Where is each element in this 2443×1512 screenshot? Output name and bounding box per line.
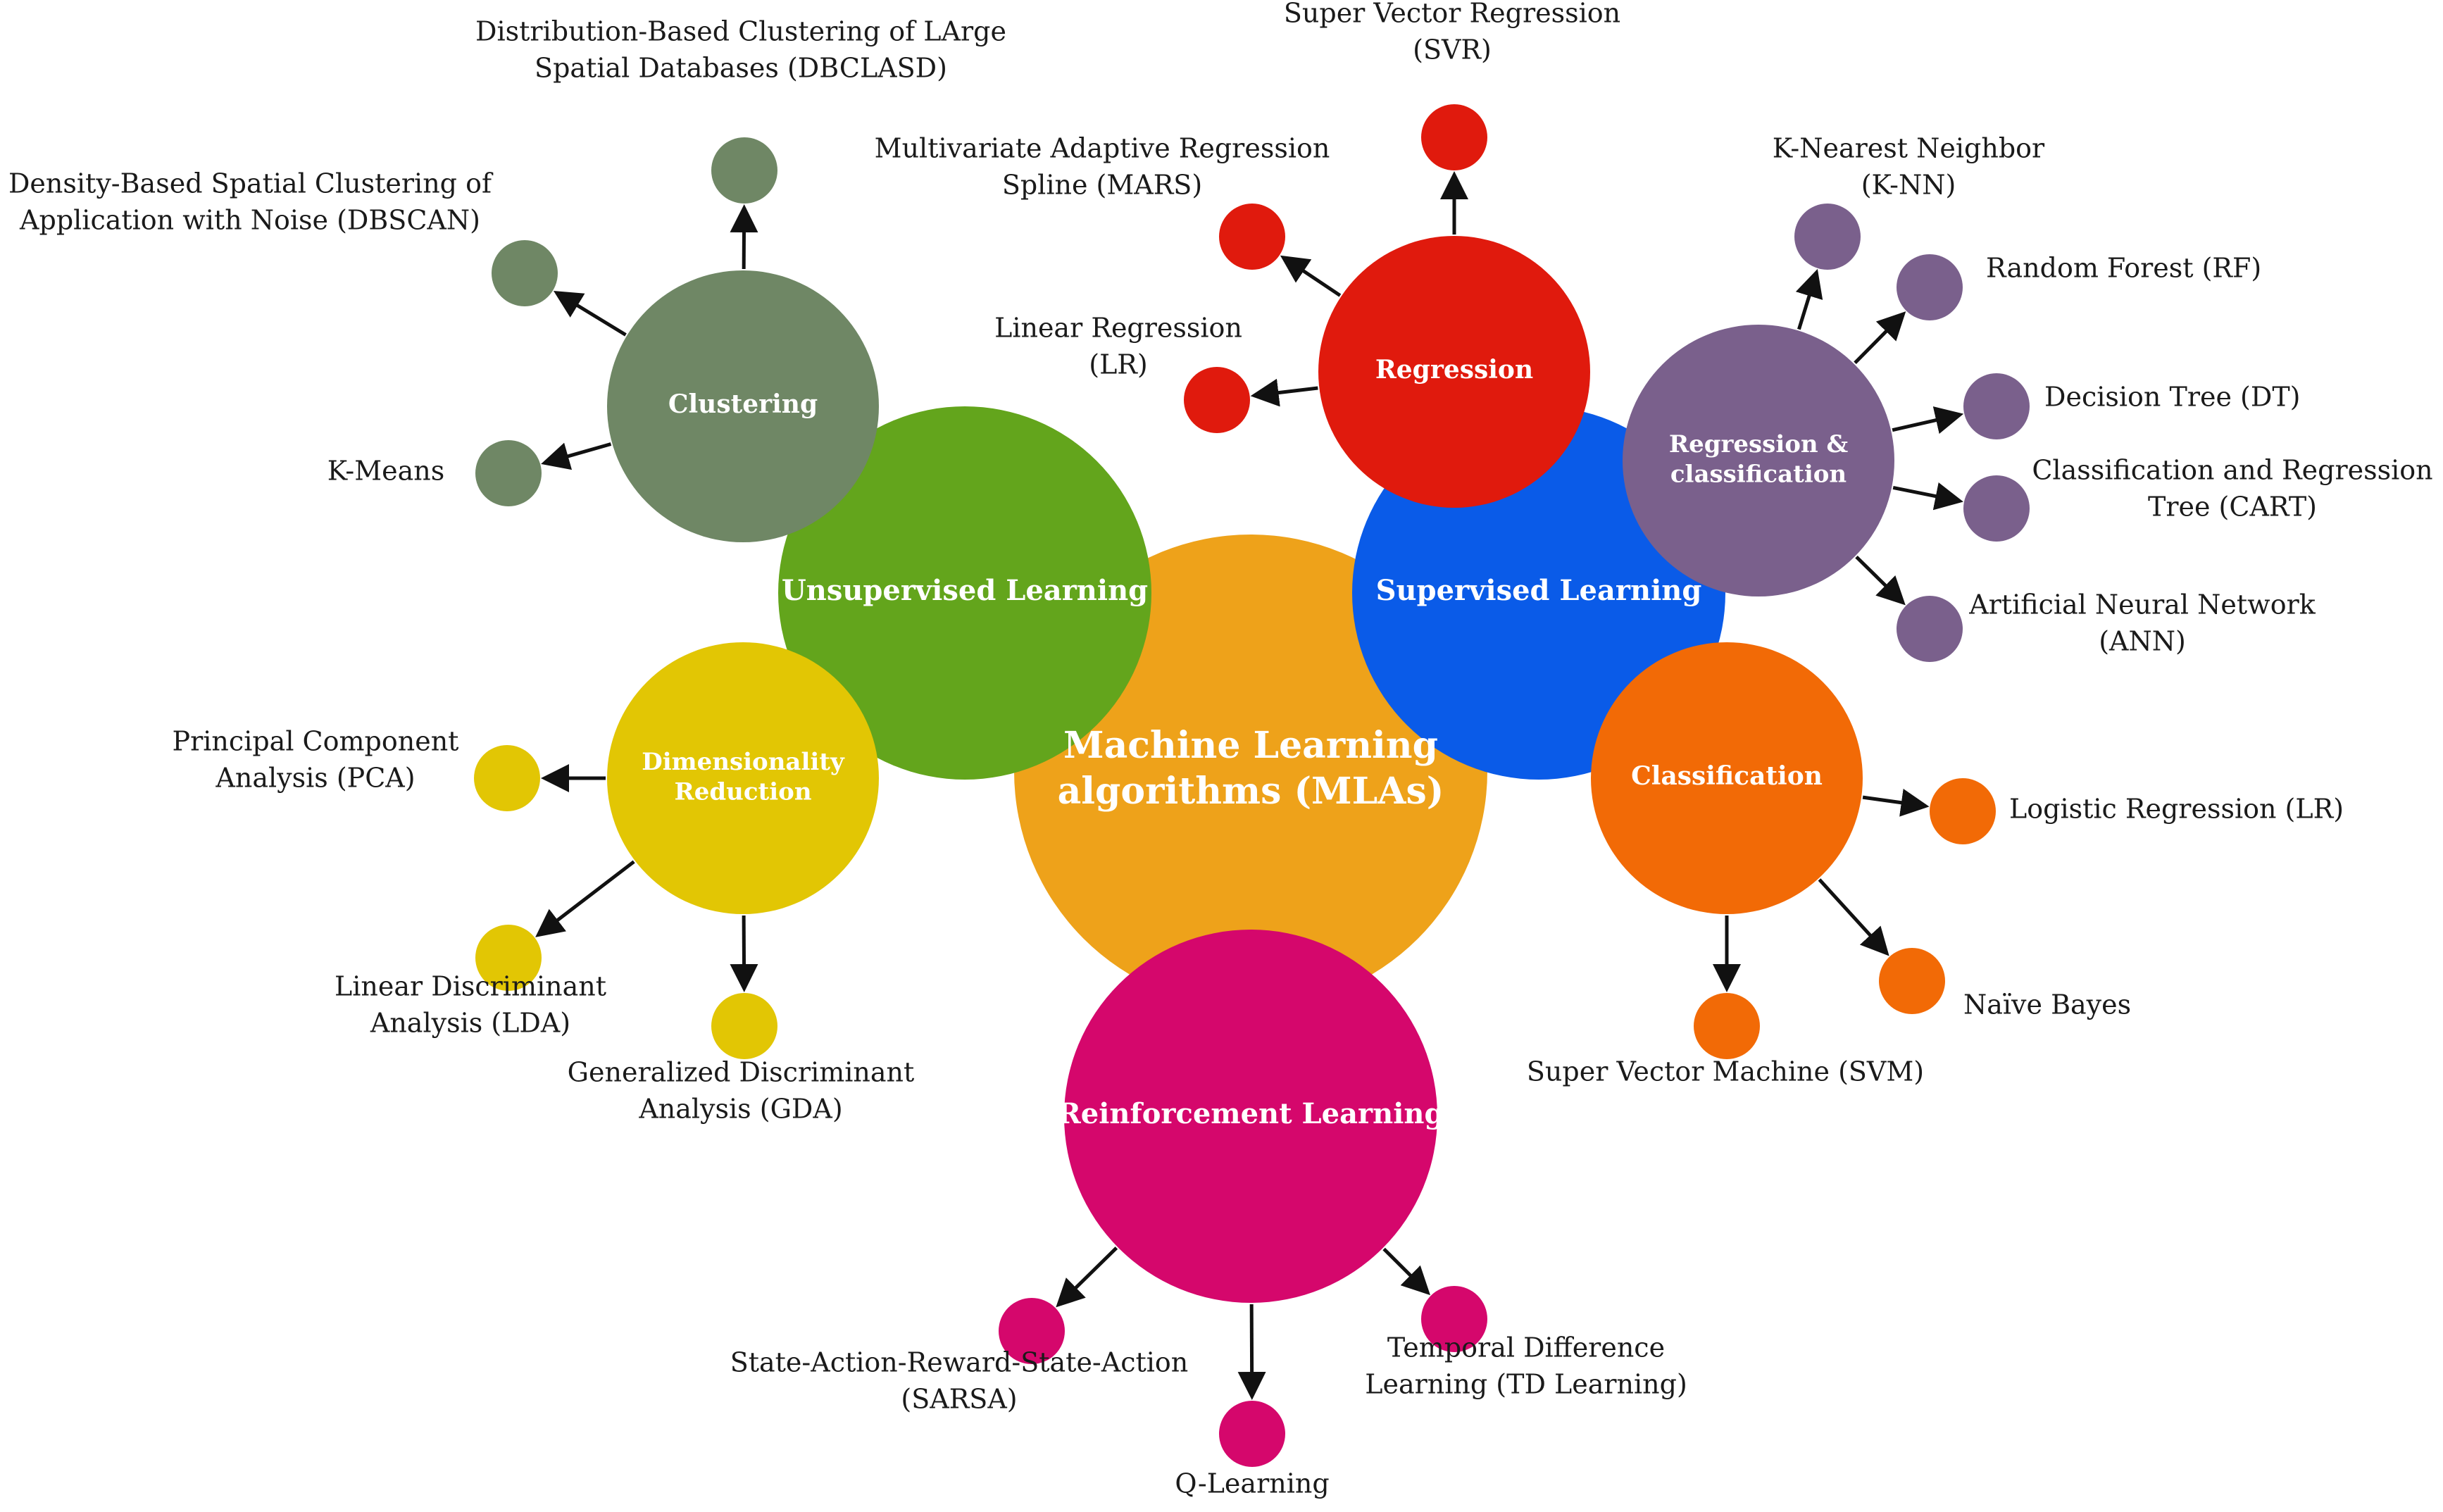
nb-node (1879, 948, 1945, 1014)
classification-label-0: Classification (1631, 761, 1823, 791)
ann-label-0: Artificial Neural Network (1968, 589, 2316, 620)
logreg-node (1930, 778, 1996, 844)
gda-label-0: Generalized Discriminant (568, 1057, 915, 1088)
cart-arrow (1892, 482, 1963, 511)
linreg-label-0: Linear Regression (994, 313, 1242, 344)
rf-node (1897, 254, 1963, 320)
kmeans-arrow (541, 442, 612, 470)
logreg-label-0: Logistic Regression (LR) (2009, 794, 2344, 825)
mars-label-1: Spline (MARS) (1002, 170, 1202, 201)
gda-node (711, 993, 777, 1059)
sarsa-label-1: (SARSA) (901, 1384, 1017, 1415)
unsupervised-label-0: Unsupervised Learning (782, 574, 1148, 607)
lda-label-0: Linear Discriminant (335, 971, 606, 1002)
sarsa-label-0: State-Action-Reward-State-Action (730, 1347, 1189, 1378)
kmeans-node (475, 440, 542, 506)
lda-arrow (535, 860, 635, 937)
supervised-label-0: Supervised Learning (1376, 574, 1702, 607)
regclass-circle (1623, 325, 1894, 596)
dbscan-label-0: Density-Based Spatial Clustering of (8, 168, 494, 199)
center-label-1: algorithms (MLAs) (1058, 770, 1444, 813)
knn-node (1794, 204, 1861, 270)
sarsa-node (999, 1298, 1065, 1364)
knn-label-1: (K-NN) (1861, 170, 1956, 201)
sarsa-arrow (1056, 1247, 1118, 1308)
rf-label-0: Random Forest (RF) (1986, 253, 2261, 284)
arrows-layer (535, 171, 1964, 1401)
qlearn-node (1219, 1401, 1285, 1467)
qlearn-arrow (1237, 1304, 1266, 1401)
dbscan-node (492, 240, 558, 306)
linreg-node (1184, 367, 1250, 433)
qlearn-label-0: Q-Learning (1175, 1468, 1329, 1499)
td-label-0: Temporal Difference (1387, 1332, 1665, 1363)
regression-circle (1318, 236, 1590, 508)
dbscan-label-1: Application with Noise (DBSCAN) (19, 205, 480, 236)
mars-label-0: Multivariate Adaptive Regression (875, 133, 1330, 164)
lda-node (475, 925, 542, 991)
unsupervised-circle (778, 406, 1151, 780)
pca-label-0: Principal Component (173, 726, 459, 757)
ann-label-1: (ANN) (2099, 626, 2186, 657)
reinforcement-circle (1064, 930, 1437, 1303)
ann-arrow (1855, 555, 1906, 606)
logreg-arrow (1862, 788, 1930, 817)
lda-label-1: Analysis (LDA) (370, 1008, 570, 1039)
td-label-1: Learning (TD Learning) (1365, 1369, 1687, 1400)
ann-node (1897, 596, 1963, 662)
td-node (1421, 1286, 1487, 1352)
kmeans-label-0: K-Means (327, 456, 445, 487)
gda-label-1: Analysis (GDA) (638, 1094, 842, 1125)
mars-node (1219, 204, 1285, 270)
circles-layer (474, 104, 2030, 1467)
dimensionality-label-0: Dimensionality (642, 748, 845, 776)
rf-arrow (1854, 311, 1906, 365)
pca-node (474, 745, 540, 811)
regclass-label-0: Regression & (1669, 430, 1849, 458)
cart-label-1: Tree (CART) (2148, 492, 2317, 523)
center-label-0: Machine Learning (1063, 724, 1438, 767)
svm-label-0: Super Vector Machine (SVM) (1527, 1056, 1924, 1087)
linreg-label-1: (LR) (1089, 349, 1148, 380)
svr-label-1: (SVR) (1413, 35, 1492, 65)
td-arrow (1382, 1247, 1431, 1296)
dt-arrow (1892, 406, 1964, 435)
linreg-arrow (1250, 378, 1318, 407)
nb-label-0: Naïve Bayes (1963, 989, 2131, 1020)
dt-node (1963, 373, 2030, 439)
knn-arrow (1795, 268, 1823, 330)
knn-label-0: K-Nearest Neighbor (1773, 133, 2045, 164)
regclass-label-1: classification (1670, 460, 1847, 488)
dbclasd-label-1: Spatial Databases (DBCLASD) (535, 53, 947, 84)
dbclasd-label-0: Distribution-Based Clustering of LArge (475, 16, 1006, 47)
dbscan-arrow (553, 290, 627, 337)
regression-label-0: Regression (1375, 355, 1533, 385)
mars-arrow (1280, 255, 1342, 297)
svm-node (1694, 993, 1760, 1059)
svr-label-0: Super Vector Regression (1284, 0, 1620, 29)
dimensionality-circle (607, 642, 879, 914)
classification-circle (1591, 642, 1863, 914)
dimensionality-label-1: Reduction (674, 777, 811, 806)
cart-label-0: Classification and Regression (2032, 455, 2432, 486)
nb-arrow (1818, 878, 1889, 956)
svr-node (1421, 104, 1487, 170)
cart-node (1963, 475, 2030, 542)
clustering-label-0: Clustering (668, 389, 818, 419)
clustering-circle (607, 270, 879, 542)
dbclasd-node (711, 137, 777, 204)
dt-label-0: Decision Tree (DT) (2044, 382, 2301, 413)
pca-label-1: Analysis (PCA) (215, 763, 415, 794)
reinforcement-label-0: Reinforcement Learning (1058, 1097, 1444, 1130)
